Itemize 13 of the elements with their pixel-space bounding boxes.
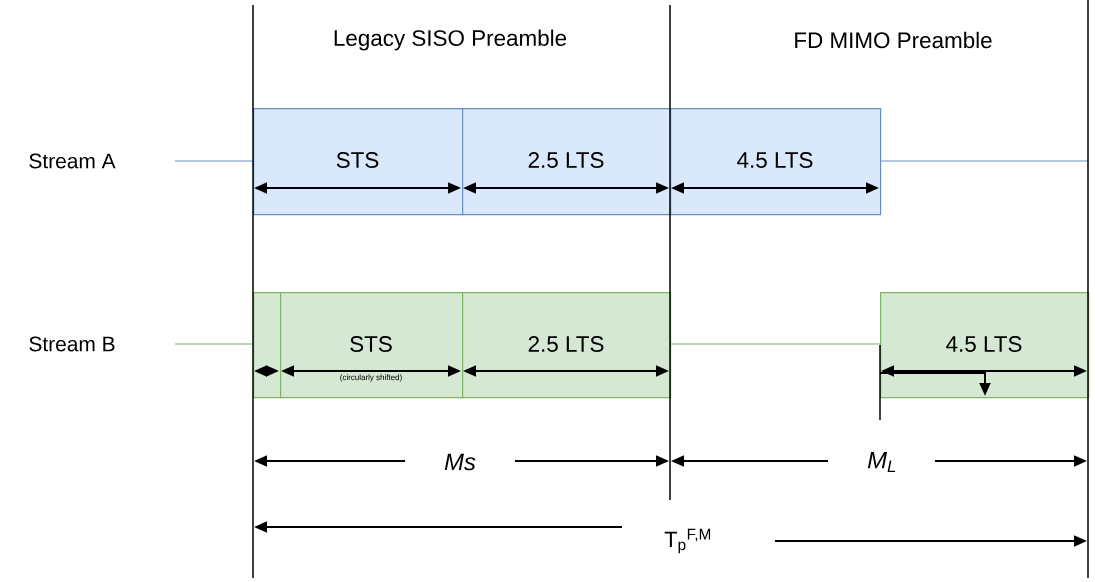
signal-line — [670, 343, 881, 345]
dimension-label: M$_{L}$ — [867, 451, 896, 473]
segment-box: 4.5 LTS — [670, 108, 882, 216]
section-heading: FD MIMO Preamble — [795, 31, 992, 49]
segment-box: 2.5 LTS — [462, 108, 672, 216]
dimension-label: Ms — [444, 453, 476, 471]
segment-box: 2.5 LTS — [462, 292, 672, 399]
segment-box: STS — [253, 108, 464, 216]
stream-label: Stream B — [29, 336, 115, 352]
dimension-label: T$_{p}$F,M — [664, 528, 711, 554]
stream-label: Stream A — [29, 153, 116, 169]
segment-box: 4.5 LTS — [880, 292, 1090, 399]
section-heading: Legacy SISO Preamble — [334, 29, 567, 51]
